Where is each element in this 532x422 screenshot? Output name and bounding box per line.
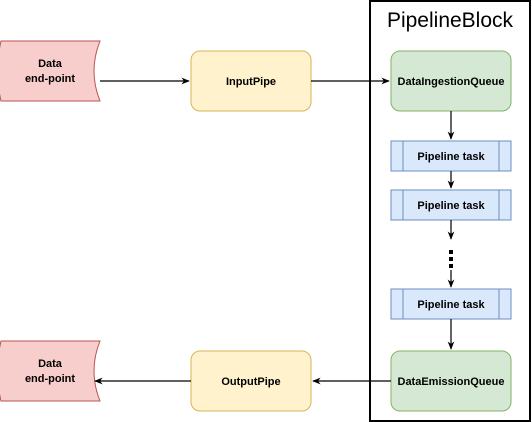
pipeline-task-3-box [390,288,512,320]
pipeline-task-1: Pipeline task [390,140,512,172]
pipeline-task-1-label: Pipeline task [417,151,485,163]
source-endpoint: Data end-point [0,40,101,102]
source-endpoint-shape [0,40,101,102]
emission-queue-node: DataEmissionQueue [390,350,512,412]
sink-endpoint-label-line2: end-point [25,373,75,385]
pipeline-task-2: Pipeline task [390,189,512,221]
output-pipe-node: OutputPipe [190,350,312,412]
source-endpoint-label-line2: end-point [25,73,75,85]
pipeline-task-2-box [390,189,512,221]
pipeline-task-1-box [390,140,512,172]
output-pipe-label: OutputPipe [221,376,280,388]
pipeline-task-3-label: Pipeline task [417,299,485,311]
ellipsis-dots [449,250,453,268]
edges [94,77,455,385]
ellipsis-dot-2 [449,257,453,261]
input-pipe-node: InputPipe [190,50,312,112]
input-pipe-label: InputPipe [226,76,276,88]
sink-endpoint-label-line1: Data [38,358,63,370]
pipeline-task-3: Pipeline task [390,288,512,320]
ellipsis-dot-3 [449,264,453,268]
emission-queue-label: DataEmissionQueue [398,376,505,388]
pipeline-task-2-label: Pipeline task [417,200,485,212]
source-endpoint-label-line1: Data [38,58,63,70]
pipeline-block-title: PipelineBlock [387,9,514,32]
sink-endpoint-shape [0,340,101,402]
sink-endpoint: Data end-point [0,340,101,402]
ellipsis-dot-1 [449,250,453,254]
ingestion-queue-label: DataIngestionQueue [398,76,505,88]
ingestion-queue-node: DataIngestionQueue [390,50,512,112]
